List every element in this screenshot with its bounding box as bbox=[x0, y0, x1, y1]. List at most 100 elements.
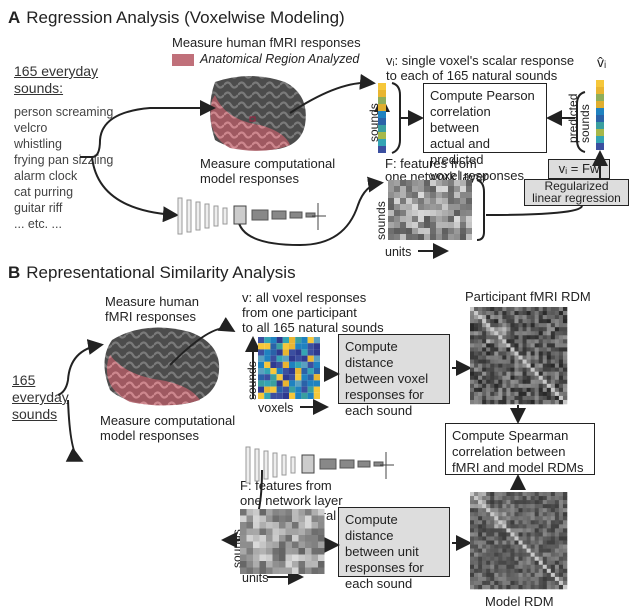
model-rdm-cell bbox=[522, 504, 527, 509]
feature-cell-a bbox=[430, 198, 436, 204]
participant-rdm-cell bbox=[486, 311, 491, 316]
participant-rdm-cell bbox=[482, 319, 487, 324]
model-rdm-cell bbox=[514, 548, 519, 553]
model-rdm-cell bbox=[550, 496, 556, 501]
participant-rdm-cell bbox=[478, 367, 483, 372]
model-rdm-cell bbox=[494, 568, 499, 574]
voxel-cell-b bbox=[307, 392, 314, 399]
model-rdm-cell bbox=[470, 540, 475, 545]
participant-rdm-cell bbox=[470, 315, 475, 320]
feature-cell-b bbox=[240, 515, 247, 522]
participant-rdm-cell bbox=[538, 399, 544, 405]
participant-rdm-cell bbox=[538, 375, 544, 381]
participant-rdm-cell bbox=[530, 379, 535, 385]
participant-rdm-cell bbox=[506, 371, 511, 377]
participant-rdm-cell bbox=[474, 363, 479, 368]
participant-rdm-cell bbox=[554, 383, 560, 389]
model-rdm-cell bbox=[522, 536, 527, 541]
feature-cell-a bbox=[424, 180, 430, 186]
feature-cell-a bbox=[424, 210, 430, 216]
model-rdm-cell bbox=[498, 504, 503, 509]
voxel-cell-b bbox=[258, 380, 265, 387]
participant-rdm-cell bbox=[486, 323, 491, 328]
model-rdm-cell bbox=[538, 496, 544, 501]
participant-rdm-cell bbox=[474, 331, 479, 336]
model-rdm-cell bbox=[510, 584, 515, 590]
model-rdm-cell bbox=[538, 532, 544, 537]
feat-desc-line: F: features from bbox=[240, 478, 332, 493]
model-rdm-cell bbox=[526, 524, 531, 529]
feature-cell-b bbox=[305, 522, 312, 529]
participant-rdm-cell bbox=[562, 359, 568, 364]
participant-rdm-cell bbox=[526, 375, 531, 381]
feature-cell-b bbox=[311, 541, 318, 548]
model-rdm-cell bbox=[558, 516, 564, 521]
participant-rdm-cell bbox=[558, 343, 564, 348]
feature-cell-a bbox=[418, 180, 424, 186]
feature-cell-a bbox=[448, 210, 454, 216]
model-rdm-cell bbox=[490, 516, 495, 521]
feature-cell-a bbox=[424, 234, 430, 240]
participant-rdm-cell bbox=[470, 379, 475, 385]
model-rdm-cell bbox=[550, 560, 556, 566]
participant-rdm-cell bbox=[546, 383, 552, 389]
feature-cell-b bbox=[285, 528, 292, 535]
participant-rdm-cell bbox=[502, 379, 507, 385]
participant-rdm-cell bbox=[498, 387, 503, 393]
model-rdm-cell bbox=[494, 496, 499, 501]
model-rdm-cell bbox=[474, 536, 479, 541]
feature-cell-a bbox=[454, 228, 460, 234]
feature-cell-b bbox=[285, 541, 292, 548]
network-icon-a bbox=[251, 209, 269, 221]
feature-cell-a bbox=[448, 228, 454, 234]
model-rdm-cell bbox=[474, 496, 479, 501]
participant-rdm-cell bbox=[530, 347, 535, 352]
model-rdm-cell bbox=[534, 512, 540, 517]
feature-cell-a bbox=[430, 210, 436, 216]
participant-rdm-cell bbox=[494, 391, 499, 397]
participant-rdm-cell bbox=[494, 343, 499, 348]
model-rdm-cell bbox=[482, 532, 487, 537]
participant-rdm-cell bbox=[542, 343, 548, 348]
feature-cell-b bbox=[318, 522, 325, 529]
model-rdm-cell bbox=[478, 512, 483, 517]
participant-rdm-cell bbox=[534, 331, 540, 336]
participant-rdm-cell bbox=[498, 323, 503, 328]
feature-cell-a bbox=[418, 216, 424, 222]
participant-rdm-cell bbox=[538, 383, 544, 389]
voxel-cell-b bbox=[258, 349, 265, 356]
model-rdm-cell bbox=[474, 580, 479, 586]
model-rdm-cell bbox=[538, 556, 544, 562]
participant-rdm-cell bbox=[490, 347, 495, 352]
model-rdm-cell bbox=[510, 540, 515, 545]
participant-rdm-cell bbox=[486, 335, 491, 340]
participant-rdm-cell bbox=[482, 383, 487, 389]
model-rdm-cell bbox=[498, 536, 503, 541]
participant-rdm-cell bbox=[502, 387, 507, 393]
model-rdm-cell bbox=[486, 576, 491, 582]
feature-cell-a bbox=[442, 222, 448, 228]
model-rdm-cell bbox=[542, 572, 548, 578]
model-rdm-cell bbox=[510, 564, 515, 570]
participant-rdm-cell bbox=[510, 311, 515, 316]
model-rdm-cell bbox=[546, 496, 552, 501]
model-rdm-cell bbox=[514, 532, 519, 537]
participant-rdm-cell bbox=[538, 363, 544, 368]
participant-rdm-cell bbox=[526, 311, 531, 316]
model-rdm-cell bbox=[530, 496, 535, 501]
model-rdm-cell bbox=[474, 564, 479, 570]
participant-rdm-cell bbox=[562, 311, 568, 316]
participant-rdm-cell bbox=[522, 307, 527, 312]
participant-rdm-cell bbox=[514, 307, 519, 312]
model-rdm-cell bbox=[478, 564, 483, 570]
feature-cell-a bbox=[394, 210, 400, 216]
participant-rdm-cell bbox=[526, 367, 531, 372]
voxel-cell-b bbox=[276, 361, 283, 368]
model-rdm-cell bbox=[490, 496, 495, 501]
model-rdm-cell bbox=[498, 580, 503, 586]
participant-rdm-cell bbox=[478, 315, 483, 320]
participant-rdm-cell bbox=[470, 359, 475, 364]
feature-cell-a bbox=[412, 204, 418, 210]
participant-rdm-cell bbox=[554, 343, 560, 348]
participant-rdm-cell bbox=[538, 323, 544, 328]
